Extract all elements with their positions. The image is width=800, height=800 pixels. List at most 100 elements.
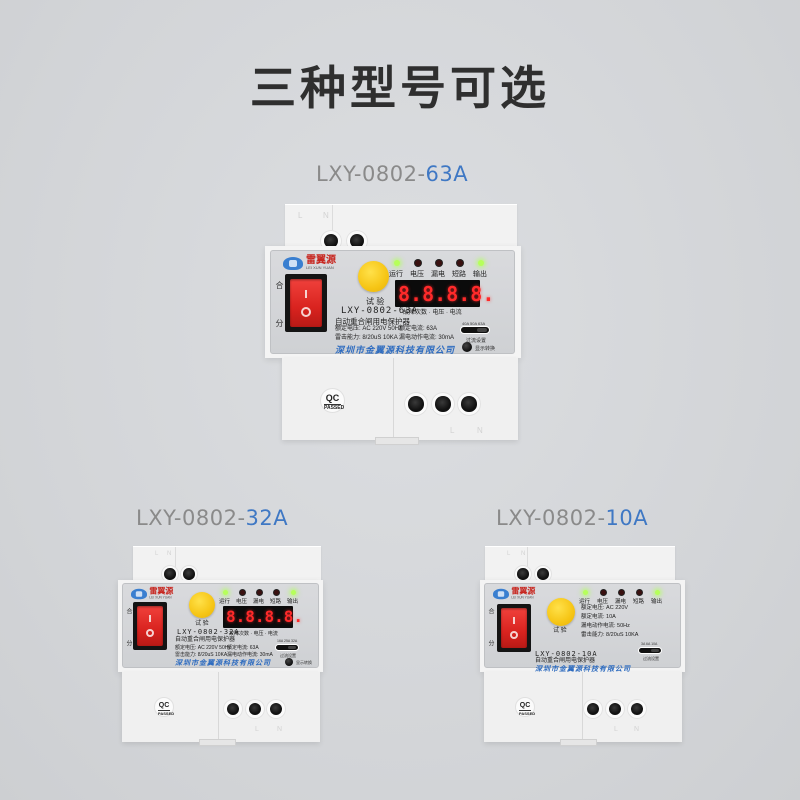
led-run (394, 260, 400, 266)
display-toggle-button[interactable] (285, 658, 293, 666)
housing-divider (218, 672, 219, 742)
device-bottom-housing: L N (282, 358, 518, 440)
switch-on-label: 合 (125, 608, 131, 615)
led-voltage (240, 590, 245, 595)
off-symbol-icon (301, 306, 311, 317)
on-symbol-icon (513, 616, 515, 624)
led-display: 8. 8. 8. 8. (395, 280, 494, 307)
test-button[interactable] (547, 598, 575, 626)
display-toggle-label: 显示转换 (296, 660, 312, 665)
power-rocker-switch[interactable] (290, 279, 322, 327)
model-prefix: LXY-0802- (136, 506, 246, 530)
spec-surge: 雷击能力: 8/20uS 10KA (175, 652, 228, 658)
spec-current: 额定电流: 63A (399, 326, 438, 332)
led-voltage (601, 590, 606, 595)
on-symbol-icon (149, 614, 151, 622)
screw-terminal (605, 699, 625, 719)
brand-name-en: LEI XUN YUAN (511, 595, 534, 600)
spec-surge: 雷击能力: 8/20uS 10KA (581, 632, 639, 638)
terminal-label: N (167, 551, 172, 557)
test-button[interactable] (358, 261, 389, 292)
display-toggle-button[interactable] (462, 342, 472, 352)
housing-divider (582, 672, 583, 742)
power-rocker-switch[interactable] (137, 606, 163, 646)
overcurrent-range-switch[interactable] (275, 644, 299, 651)
led-label: 运行 (219, 599, 231, 605)
screw-terminal (457, 392, 481, 416)
on-symbol-icon (305, 289, 307, 299)
screw-terminal (223, 699, 243, 719)
brand-mark-icon (493, 588, 509, 599)
led-leakage (619, 590, 624, 595)
spec-current: 额定电流: 63A (227, 645, 259, 651)
spec-voltage: 额定电压: AC 220V 50Hz (335, 326, 403, 332)
housing-seam (332, 205, 333, 254)
off-symbol-icon (146, 629, 154, 638)
screw-terminal (266, 699, 286, 719)
brand-name: 雷翼源 (511, 587, 536, 596)
spec-leakage: 漏电动作电流: 30mA (227, 652, 273, 658)
display-digit: 8. (446, 281, 471, 306)
led-label: 短路 (270, 599, 282, 605)
display-digit: 8. (283, 607, 304, 626)
range-switch-ticks: 16A 25A 32A (277, 639, 298, 643)
power-rocker-switch[interactable] (501, 608, 527, 648)
led-output (478, 260, 484, 266)
brand-mark-icon (131, 588, 147, 599)
test-button[interactable] (189, 592, 215, 618)
company-name: 深圳市金翼源科技有限公司 (335, 345, 456, 355)
screw-terminal (180, 565, 198, 583)
display-digit: 8. (422, 281, 447, 306)
off-symbol-icon (510, 631, 518, 640)
product-name: 自动重合闸用电保护器 (335, 317, 410, 326)
display-digit: 8. (264, 607, 284, 626)
led-voltage (415, 260, 421, 266)
led-short (637, 590, 642, 595)
model-label-10a: LXY-0802-10A (496, 506, 648, 530)
terminal-label: N (634, 726, 640, 733)
display-caption: 故障次数 · 电压 · 电流 (403, 310, 462, 316)
housing-divider (393, 358, 394, 440)
range-switch-ticks: 3A 6A 10A (641, 642, 658, 646)
led-label: 电压 (410, 271, 424, 278)
test-button-label: 试 验 (366, 297, 385, 306)
led-short (457, 260, 463, 266)
terminal-label: L (450, 426, 455, 435)
spec-voltage: 额定电压: AC 220V 50Hz (175, 645, 231, 651)
led-label: 输出 (287, 599, 299, 605)
led-run (223, 590, 228, 595)
screw-terminal (534, 565, 552, 583)
model-prefix: LXY-0802- (316, 162, 426, 186)
led-leakage (436, 260, 442, 266)
led-label: 漏电 (615, 599, 627, 605)
brand-name-en: LEI XUN YUAN (149, 595, 172, 600)
terminal-label: N (323, 211, 329, 220)
terminal-label: L (155, 551, 159, 557)
display-digit: 8. (245, 607, 265, 626)
model-suffix: 10A (605, 506, 649, 530)
overcurrent-range-switch[interactable] (638, 647, 662, 654)
brand-name: 雷翼源 (306, 255, 336, 266)
test-button-label: 试 验 (195, 621, 209, 627)
range-switch-label: 过流设置 (280, 653, 296, 658)
din-rail-clip (560, 739, 597, 746)
range-switch-label: 过流设置 (466, 338, 487, 344)
display-digit: 8. (470, 281, 495, 306)
device-bottom-housing: L N (122, 672, 320, 742)
overcurrent-range-switch[interactable] (460, 326, 490, 334)
display-caption: 故障次数 · 电压 · 电流 (229, 631, 278, 637)
led-label: 输出 (473, 271, 487, 278)
display-digit: 8. (398, 281, 423, 306)
led-label: 电压 (236, 599, 248, 605)
screw-terminal (514, 565, 532, 583)
switch-off-label: 分 (125, 640, 131, 647)
page-headline: 三种型号可选 (250, 61, 550, 115)
led-output (291, 590, 296, 595)
product-name: 自动重合闸用电保护器 (535, 658, 596, 664)
